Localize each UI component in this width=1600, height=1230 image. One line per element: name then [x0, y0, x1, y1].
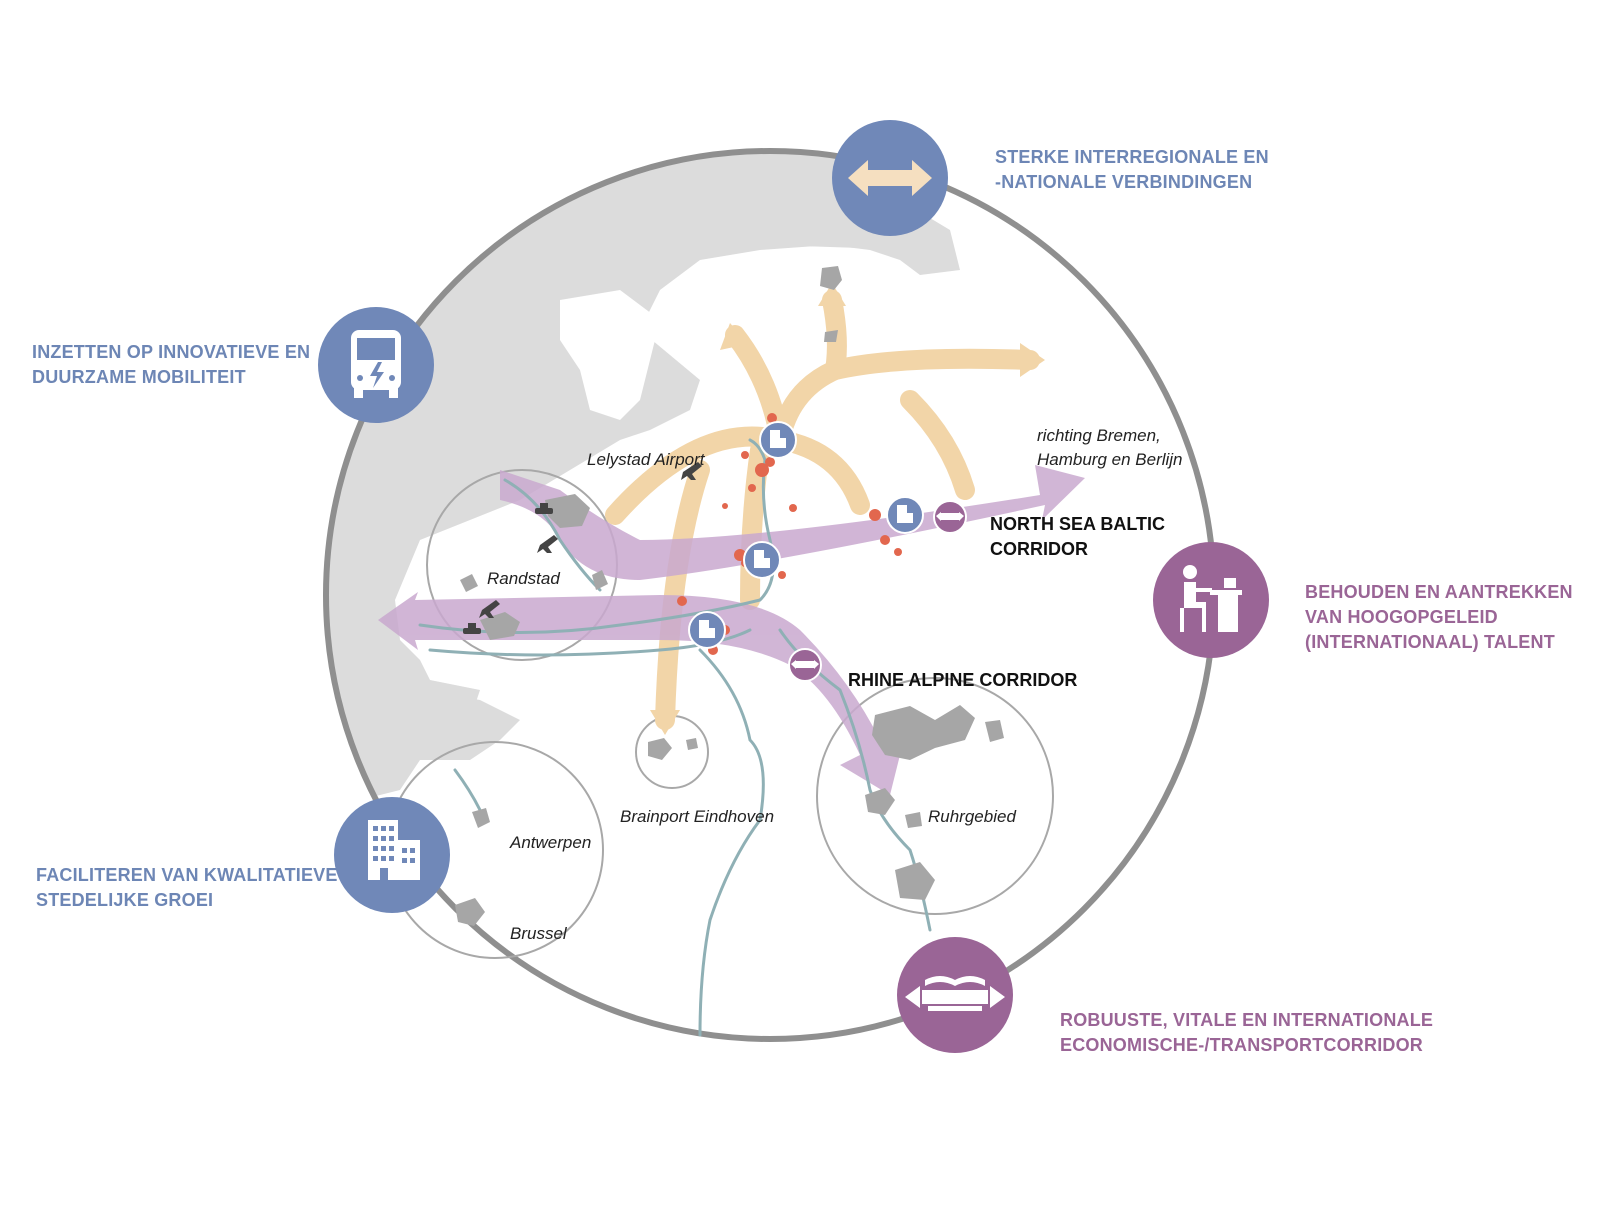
- plane-icons: [479, 462, 702, 618]
- randstad-label: Randstad: [487, 569, 560, 588]
- main-corridors: [378, 465, 1085, 795]
- talent-badge: [1153, 542, 1269, 658]
- flow-arrowheads: [650, 283, 1045, 735]
- building-badge-icon: [886, 496, 924, 534]
- ship-badge-icon: [933, 500, 967, 534]
- wadden-islands: [600, 230, 860, 272]
- plane-icon-schiphol: [537, 535, 558, 553]
- talent-label: BEHOUDEN EN AANTREKKEN VAN HOOGOPGELEID …: [1305, 582, 1573, 652]
- north-sea-baltic-label: NORTH SEA BALTIC CORRIDOR: [990, 514, 1165, 559]
- buildings-icon: [368, 820, 420, 880]
- corridor-label: ROBUUSTE, VITALE EN INTERNATIONALE ECONO…: [1060, 1010, 1434, 1055]
- lelystad-label: Lelystad Airport: [587, 450, 705, 469]
- zeeland-islands: [350, 690, 520, 760]
- building-badges: [688, 421, 924, 649]
- building-badge-icon: [743, 541, 781, 579]
- ship-badges: [788, 500, 967, 682]
- eindhoven-shape: [648, 738, 672, 760]
- ruhr-shape: [872, 705, 975, 760]
- antwerpen-label: Antwerpen: [510, 833, 592, 852]
- map-land: [326, 151, 960, 800]
- antwerpen-shape: [472, 808, 490, 828]
- eindhoven-label: Brainport Eindhoven: [620, 807, 775, 826]
- rhine-alpine-label: RHINE ALPINE CORRIDOR: [848, 670, 1078, 690]
- cologne-shape: [895, 862, 935, 900]
- ijsselmeer-water: [560, 290, 660, 420]
- mobility-label: INZETTEN OP INNOVATIEVE EN DUURZAME MOBI…: [32, 342, 311, 387]
- connections-label: STERKE INTERREGIONALE EN -NATIONALE VERB…: [995, 147, 1269, 192]
- plane-icon-rotterdam: [479, 600, 500, 618]
- leeuwarden-shape: [820, 266, 842, 290]
- coastline-land: [326, 151, 960, 800]
- corridor-badge: [897, 937, 1013, 1053]
- urban-label: FACILITEREN VAN KWALITATIEVE STEDELIJKE …: [36, 865, 338, 910]
- building-badge-icon: [688, 611, 726, 649]
- person-at-desk-icon: [1180, 565, 1242, 632]
- ship-badge-icon: [788, 648, 822, 682]
- double-arrow-icon: [848, 160, 932, 196]
- amsterdam-shape: [545, 494, 590, 528]
- connections-badge: [832, 120, 948, 236]
- city-shapes: [455, 266, 1004, 926]
- ship-icons: [463, 503, 553, 634]
- richting-label: richting Bremen, Hamburg en Berlijn: [1037, 426, 1183, 469]
- brussel-label: Brussel: [510, 924, 567, 943]
- plane-icon-lelystad: [681, 462, 702, 480]
- rhine-alpine-band: [378, 592, 905, 795]
- mobility-badge: [318, 307, 434, 423]
- ruhr-label: Ruhrgebied: [928, 807, 1016, 826]
- brussel-shape: [455, 898, 485, 926]
- building-badge-icon: [759, 421, 797, 459]
- rotterdam-shape: [480, 612, 520, 640]
- urban-badge: [334, 797, 450, 913]
- electric-bus-icon: [351, 330, 401, 398]
- north-sea-baltic-band: [500, 465, 1085, 580]
- cargo-ship-icon: [905, 976, 1005, 1011]
- ruhr-circle: [816, 677, 1054, 915]
